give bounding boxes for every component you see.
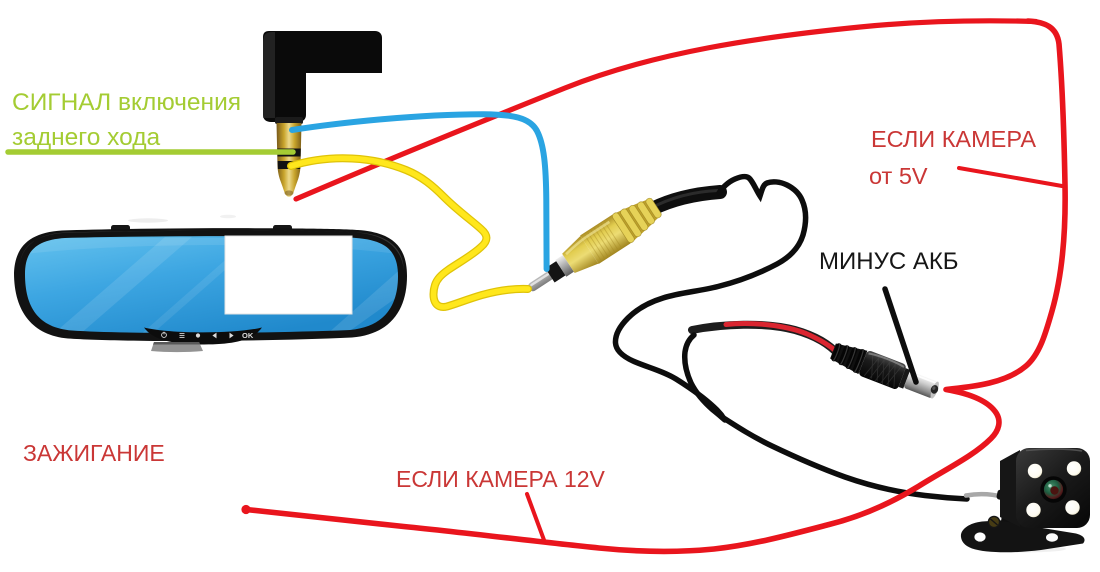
decorative-accent	[628, 204, 649, 231]
decorative-accent	[600, 223, 619, 250]
decorative-accent	[565, 220, 611, 256]
dc-knurl-texture	[863, 353, 903, 388]
rca-video-plug	[528, 185, 727, 292]
decorative-accent	[326, 252, 398, 334]
camera-led-bottom-right	[1065, 500, 1080, 515]
ok-button-label: OK	[242, 331, 254, 340]
decorative-accent	[597, 225, 616, 253]
decorative-accent	[153, 342, 200, 345]
camera-bracket-hole-right	[1046, 533, 1058, 542]
decorative-accent	[52, 237, 192, 334]
decorative-accent	[886, 364, 903, 386]
red-power-line-loop	[243, 18, 1068, 555]
decorative-accent	[587, 232, 605, 259]
decorative-accent	[584, 235, 602, 261]
camera-led-top-right	[1066, 461, 1082, 476]
black-ground-wire-rca	[612, 173, 809, 423]
decorative-accent	[832, 343, 841, 362]
rca-body-front	[562, 235, 599, 274]
jack-gold-shaft	[276, 123, 302, 197]
camera-led-top-left	[1027, 463, 1043, 479]
decorative-accent	[880, 362, 898, 384]
dc-plug-assembly	[830, 343, 939, 399]
rca-body-barrel	[580, 214, 631, 265]
decorative-accent	[874, 359, 893, 382]
label-battery-minus: МИНУС АКБ	[819, 248, 959, 275]
decorative-accent	[1025, 448, 1083, 452]
mirror-stand	[151, 342, 203, 353]
label-reverse-signal-line2: заднего хода	[12, 124, 160, 151]
rca-collar	[545, 261, 566, 283]
jack-body	[263, 31, 382, 122]
decorative-accent	[854, 349, 864, 373]
black-pointer-minus	[882, 286, 919, 385]
diagram-labels: СИГНАЛ включения заднего хода ЕСЛИ КАМЕР…	[12, 89, 1036, 492]
mode-button-icon	[195, 333, 201, 338]
camera-bracket	[960, 520, 1085, 553]
mirror-monitor: OK	[14, 214, 407, 353]
left-button-icon	[212, 332, 217, 339]
decorative-accent	[530, 273, 550, 287]
decorative-accent	[869, 357, 887, 379]
black-ground-wire-to-camera	[719, 414, 970, 502]
rca-ribs	[612, 197, 662, 244]
decorative-accent	[128, 218, 168, 223]
rca-plug-assembly	[528, 197, 662, 292]
decorative-accent	[590, 229, 609, 257]
label-camera-5v-line1: ЕСЛИ КАМЕРА	[871, 126, 1036, 152]
rca-fine-ribs	[584, 221, 622, 261]
decorative-accent	[620, 208, 642, 238]
black-ground-wire-plug	[682, 332, 728, 423]
decorative-accent	[1048, 484, 1052, 488]
label-camera-5v-line2: от 5V	[869, 163, 928, 189]
decorative-accent	[990, 518, 998, 526]
decorative-accent	[593, 227, 612, 255]
rca-pin	[528, 271, 554, 292]
red-line-end-cap	[241, 504, 251, 515]
mirror-button-ledge	[144, 327, 262, 345]
mirror-screen-area	[224, 235, 353, 315]
decorative-accent	[863, 355, 881, 377]
blue-video-wire	[289, 111, 550, 272]
decorative-accent	[839, 345, 849, 365]
camera-led-bottom-left	[1026, 502, 1041, 518]
decorative-accent	[1050, 486, 1059, 495]
decorative-accent	[846, 347, 856, 369]
right-button-icon	[229, 332, 234, 339]
decorative-accent	[868, 352, 905, 368]
rear-camera	[960, 448, 1090, 553]
red-pointer-5v	[957, 166, 1064, 188]
label-camera-12v: ЕСЛИ КАМЕРА 12V	[396, 466, 606, 492]
rca-metal-ring	[555, 255, 574, 277]
dc-plug-step	[898, 368, 911, 389]
decorative-accent	[284, 190, 294, 196]
yellow-video-wire	[288, 155, 531, 310]
label-ignition: ЗАЖИГАНИЕ	[23, 440, 165, 466]
decorative-accent	[637, 201, 655, 225]
decorative-accent	[932, 386, 936, 390]
decorative-accent	[604, 221, 622, 248]
red-power-line-diagonal	[293, 18, 1039, 202]
camera-bracket-hole-left	[974, 532, 986, 542]
label-reverse-signal-line1: СИГНАЛ включения	[12, 89, 241, 116]
decorative-accent	[612, 212, 635, 244]
dc-strain-ridge-highlights	[832, 343, 864, 373]
decorative-accent	[220, 214, 236, 219]
dc-power-plug	[688, 320, 939, 399]
decorative-accent	[645, 197, 662, 219]
mirror-buttons: OK	[161, 331, 254, 340]
menu-button-icon	[179, 332, 185, 338]
dc-plug-red-wire	[723, 321, 841, 356]
decorative-accent	[263, 32, 275, 118]
camera-side-face	[1000, 450, 1020, 527]
decorative-accent	[275, 117, 303, 124]
red-pointer-12v	[525, 492, 546, 542]
power-button-icon	[161, 331, 167, 338]
